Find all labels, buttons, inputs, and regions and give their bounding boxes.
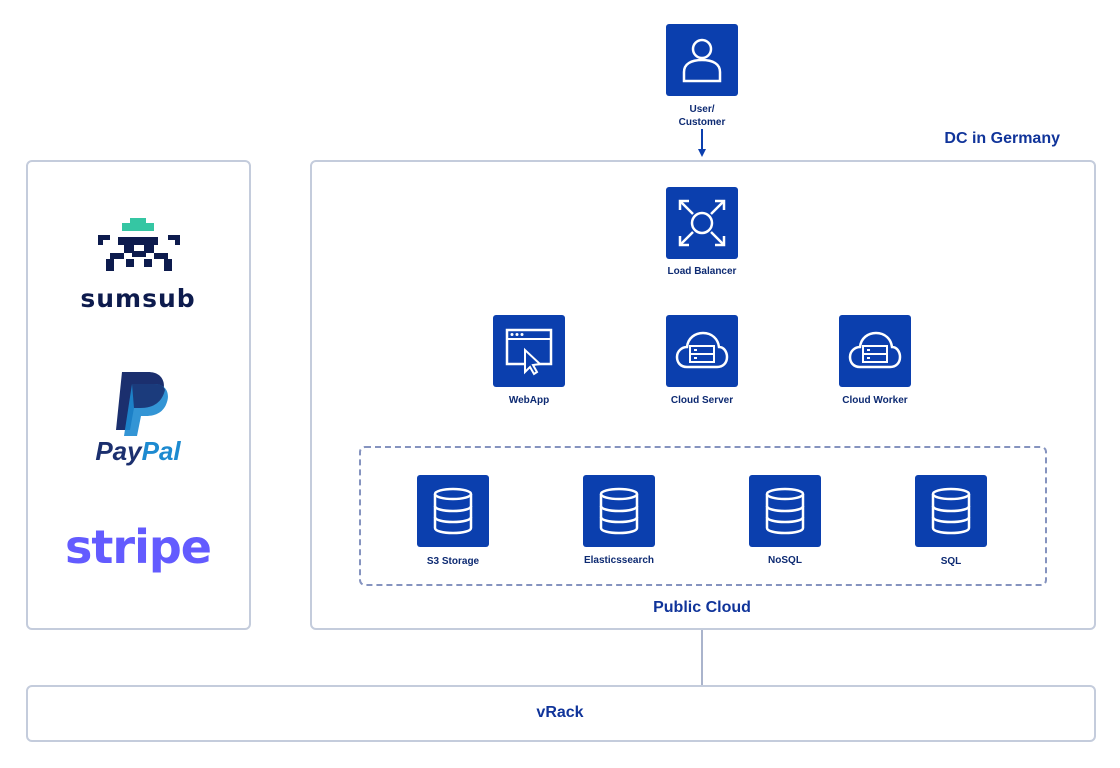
sumsub-logo-icon: [98, 218, 180, 271]
load-balancer-label: Load Balancer: [667, 266, 737, 277]
sumsub-wordmark: sumsub: [80, 284, 196, 313]
vrack-title: vRack: [536, 704, 584, 721]
paypal-wordmark-pal: Pal: [141, 436, 181, 466]
s3-storage-node: [417, 475, 489, 547]
elasticsearch-node: [583, 475, 655, 547]
storage-group: [359, 446, 1047, 586]
cloud-worker-icon: [848, 331, 902, 369]
database-icon: [433, 487, 473, 535]
nosql-label: NoSQL: [768, 555, 802, 566]
user-icon: [682, 38, 722, 83]
database-icon: [765, 487, 805, 535]
webapp-label: WebApp: [508, 395, 550, 406]
user-node: [666, 24, 738, 96]
region-title: DC in Germany: [944, 130, 1060, 147]
load-balancer-node: [666, 187, 738, 259]
cloud-server-label: Cloud Server: [670, 395, 734, 406]
load-balancer-icon: [678, 199, 726, 247]
user-label: User/ Customer: [678, 104, 726, 128]
database-icon: [931, 487, 971, 535]
paypal-wordmark: PayPal: [72, 436, 204, 467]
nosql-node: [749, 475, 821, 547]
cloud-server-icon: [675, 331, 729, 369]
webapp-node: [493, 315, 565, 387]
webapp-icon: [505, 328, 553, 376]
paypal-logo-icon: [116, 372, 168, 436]
cloud-worker-label: Cloud Worker: [842, 395, 908, 406]
vrack-panel: [26, 685, 1096, 742]
database-icon: [599, 487, 639, 535]
stripe-wordmark: stripe: [65, 520, 212, 574]
s3-storage-label: S3 Storage: [426, 556, 480, 567]
elasticsearch-label: Elasticssearch: [583, 555, 655, 566]
cloud-worker-node: [839, 315, 911, 387]
paypal-wordmark-pay: Pay: [95, 436, 142, 466]
sql-label: SQL: [940, 556, 962, 567]
cloud-server-node: [666, 315, 738, 387]
public-cloud-title: Public Cloud: [653, 599, 751, 616]
sql-node: [915, 475, 987, 547]
